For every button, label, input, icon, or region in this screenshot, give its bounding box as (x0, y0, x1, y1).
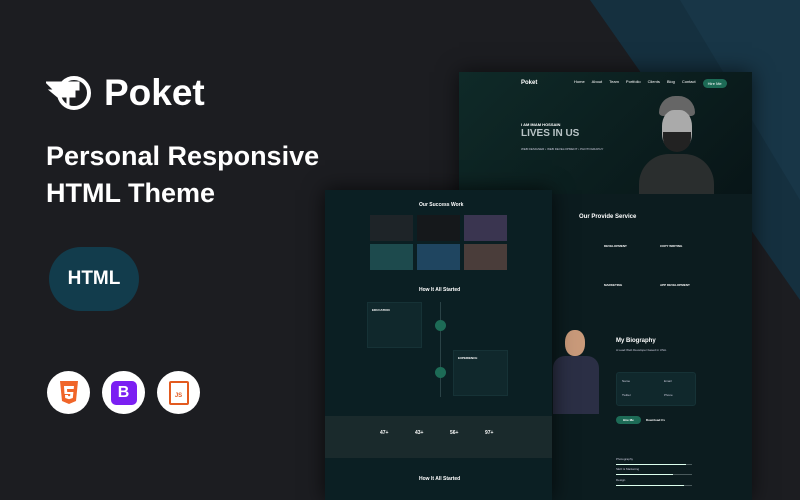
services-title: Our Provide Service (579, 214, 637, 220)
timeline-line (440, 302, 441, 397)
skill-seo: SEO & Marketing (616, 467, 640, 471)
hero-section: Poket Home About Team Portfolio Clients … (459, 72, 752, 194)
preview-logo: Poket (521, 80, 538, 86)
work-thumb[interactable] (370, 215, 413, 241)
download-cv-button[interactable]: Download Cv (646, 418, 666, 422)
experience-icon (435, 367, 446, 378)
js-label: JS (168, 380, 189, 405)
stat-value: 97+ (485, 430, 494, 436)
nav-team[interactable]: Team (609, 78, 619, 84)
bio-subtitle: A Lead Web Developer based in USA. (616, 348, 667, 352)
headline-line-2: HTML Theme (46, 178, 216, 208)
nav-clients[interactable]: Clients (647, 78, 660, 84)
headline-line-1: Personal Responsive (46, 141, 320, 171)
service-marketing: MARKETING (604, 283, 623, 287)
hero-intro: I AM IMAM HOSSAIN (521, 122, 561, 127)
bootstrap-icon: B (102, 371, 145, 414)
service-app-development: APP DEVELOPMENT (660, 283, 690, 287)
bio-portrait (553, 330, 603, 414)
stat-value: 43+ (415, 430, 424, 436)
bio-twitter-label: Twitter (622, 393, 631, 397)
skill-design: Design (616, 478, 626, 482)
bio-phone-label: Phone (664, 393, 673, 397)
hero-portrait (634, 94, 714, 194)
theme-preview-portfolio: Our Success Work How It All Started EDUC… (325, 190, 552, 500)
work-thumb[interactable] (417, 244, 460, 270)
bio-email-label: Email (664, 379, 672, 383)
nav-about[interactable]: About (591, 78, 603, 84)
work-title: Our Success Work (419, 202, 464, 208)
work-thumb[interactable] (464, 244, 507, 270)
hire-me-button[interactable]: Hire Me (702, 78, 727, 88)
bio-hire-button[interactable]: Hire Me (616, 416, 641, 424)
work-thumb[interactable] (417, 215, 460, 241)
education-card: EDUCATION (367, 302, 422, 348)
hero-tags: WEB DESIGNER • WEB DEVELOPMENT • PHOTOGR… (521, 147, 604, 151)
skill-bar-design (616, 485, 692, 486)
service-copywriting: COPY WRITING (660, 244, 683, 248)
bio-info-card: Name Email Twitter Phone (616, 372, 696, 406)
poket-logo-icon (46, 76, 91, 110)
bio-title: My Biography (616, 338, 656, 344)
headline: Personal Responsive HTML Theme (46, 138, 319, 212)
stat-value: 47+ (380, 430, 389, 436)
timeline-title: How It All Started (419, 287, 461, 293)
html-badge: HTML (49, 247, 139, 311)
bootstrap-letter: B (110, 380, 137, 405)
service-development: DEVELOPMENT (604, 244, 627, 248)
javascript-file-icon: JS (157, 371, 200, 414)
skill-bar-photography (616, 464, 692, 465)
hero-title: LIVES IN US (521, 128, 580, 139)
nav-portfolio[interactable]: Portfolio (625, 78, 641, 84)
skill-bar-seo (616, 474, 692, 475)
stat-value: 56+ (450, 430, 459, 436)
html5-icon (47, 371, 90, 414)
preview-nav: Poket Home About Team Portfolio Clients … (459, 77, 752, 89)
bio-name-label: Name (622, 379, 631, 383)
skill-photography: Photography (616, 457, 634, 461)
nav-blog[interactable]: Blog (666, 78, 675, 84)
work-thumb[interactable] (464, 215, 507, 241)
work-thumb[interactable] (370, 244, 413, 270)
education-icon (435, 320, 446, 331)
nav-home[interactable]: Home (574, 78, 585, 84)
stats-band: 47+ 43+ 56+ 97+ (325, 416, 552, 458)
nav-contact[interactable]: Contact (681, 78, 696, 84)
experience-card: EXPERIENCE (453, 350, 508, 396)
timeline-title-2: How It All Started (419, 476, 461, 482)
brand-name: Poket (104, 72, 205, 113)
brand-logo: Poket (46, 72, 205, 114)
theme-preview-home: Poket Home About Team Portfolio Clients … (459, 72, 752, 500)
